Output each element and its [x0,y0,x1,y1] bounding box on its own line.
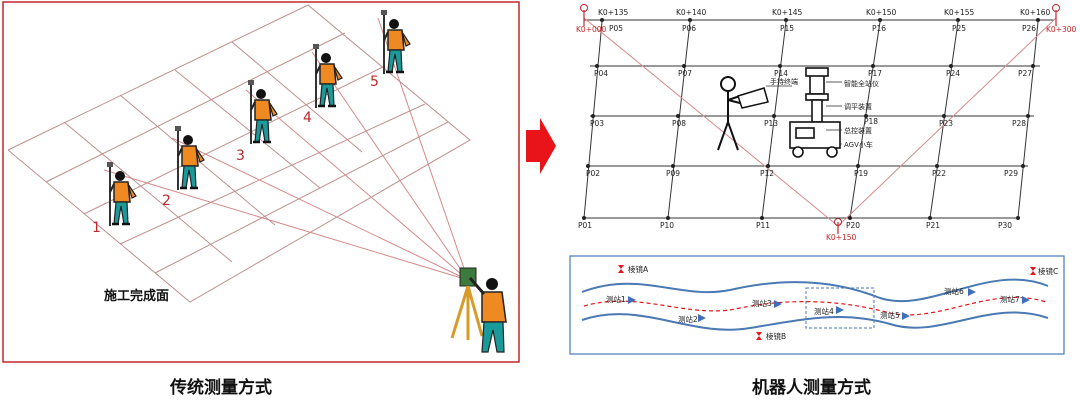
chainage-label-150: K0+150 [866,8,897,17]
grid-point-label: P07 [678,69,692,78]
end-marker-left: K0+000 [576,4,607,34]
grid-point-label: P04 [594,69,608,78]
station-2-label: 测站2 [678,314,698,324]
chainage-label-155: K0+155 [944,8,975,17]
tunnel-wall-top [581,278,1049,303]
prism-a: 棱镜A [618,264,649,274]
grid-point-label: P15 [780,24,794,33]
prism-a-label: 棱镜A [628,264,649,274]
surface-grid [7,4,471,303]
grid-point-label: P13 [764,119,778,128]
prism-b-label: 棱镜B [766,331,786,341]
grid-point-label: P14 [774,69,788,78]
grid-point-label: P27 [1018,69,1032,78]
station-4-label: 测站4 [814,306,834,316]
master-control-label: 总控装置 [844,126,872,135]
bottom-marker: K0+150 [826,218,857,242]
left-panel-frame [2,1,520,363]
grid-point-label: P19 [854,169,868,178]
grid-point-label: P18 [864,117,878,126]
chainage-label-160: K0+160 [1020,8,1051,17]
grid-point-label: P03 [590,119,604,128]
tunnel-diagram: 测站1 测站2 测站3 测站4 测站5 测站6 测站7 棱镜A 棱镜B 棱镜C [569,255,1065,355]
grid-point-label: P25 [952,24,966,33]
leveling-device-label: 调平装置 [844,102,872,111]
surveyor-3-figure [246,78,279,146]
grid-point-label: P17 [868,69,882,78]
right-caption: 机器人测量方式 [752,378,871,398]
grid-point-label: P21 [926,221,940,230]
grid-point-label: P09 [666,169,680,178]
grid-point-label: P11 [756,221,770,230]
grid-point-label: P05 [609,24,623,33]
grid-point-label: P22 [932,169,946,178]
left-caption: 传统测量方式 [170,378,272,398]
tunnel-frame [569,255,1065,355]
prism-c: 棱镜C [1030,266,1058,276]
surveyor-5-figure [379,8,412,76]
end-marker-left-label: K0+000 [576,25,607,34]
grid-point-label: P29 [1004,169,1018,178]
point-label-5: 5 [370,74,379,90]
prism-b: 棱镜B [756,331,786,341]
surveyor-2-figure [173,124,206,192]
agv-label: AGV小车 [844,140,873,149]
station-5-label: 测站5 [880,310,900,320]
surface-label: 施工完成面 [104,288,169,304]
station-1-label: 测站1 [606,294,626,304]
grid-point-label: P06 [682,24,696,33]
chainage-label-145: K0+145 [772,8,803,17]
chainage-label-140: K0+140 [676,8,707,17]
station-6-label: 测站6 [944,286,964,296]
grid-point-label: P16 [872,24,886,33]
agv-robot [789,67,841,158]
point-label-3: 3 [236,148,245,164]
total-station-operator [450,267,507,353]
surveyor-4-figure [311,42,344,110]
transition-arrow-icon [526,118,556,174]
grid-point-label: P26 [1022,24,1036,33]
robot-method-grid: K0+135 K0+140 K0+145 K0+150 K0+155 K0+16… [576,4,1077,242]
end-marker-right: K0+300 [1046,4,1077,34]
grid-point-label: P23 [939,119,953,128]
sight-lines [103,17,469,281]
grid-point-label: P24 [946,69,960,78]
station-7-label: 测站7 [1000,294,1020,304]
highlight-box [805,287,875,329]
surveyor-1-figure [105,160,138,228]
tunnel-wall-bottom [581,311,1049,331]
bottom-marker-label: K0+150 [826,233,857,242]
handheld-terminal-label: 手持终端 [770,77,798,86]
grid-point-label: P30 [998,221,1012,230]
station-3-label: 测站3 [752,298,772,308]
point-label-1: 1 [92,220,101,236]
traverse-line [583,296,1047,316]
grid-point-label: P20 [846,221,860,230]
chainage-label-135: K0+135 [598,8,629,17]
end-marker-right-label: K0+300 [1046,25,1077,34]
total-station-label: 智能全站仪 [844,79,879,88]
grid-point-label: P01 [578,221,592,230]
grid-point-label: P12 [760,169,774,178]
grid-point-label: P28 [1012,119,1026,128]
prism-c-label: 棱镜C [1038,266,1058,276]
operator-figure [717,76,769,151]
point-label-2: 2 [162,193,171,209]
traditional-method-panel: 1 2 3 4 5 施工完成面 [2,1,520,363]
grid-point-label: P02 [586,169,600,178]
grid-point-label: P08 [672,119,686,128]
grid-point-label: P10 [660,221,674,230]
point-label-4: 4 [303,110,312,126]
